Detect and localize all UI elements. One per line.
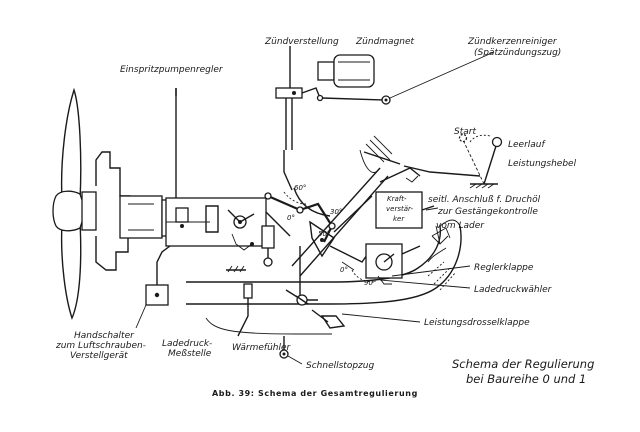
label-angle-0-upper: 0° bbox=[287, 214, 295, 222]
label-zuendverstellung: Zündverstellung bbox=[264, 37, 339, 47]
quick-stop-cable bbox=[279, 336, 303, 365]
label-schnellstopzug: Schnellstopzug bbox=[306, 361, 374, 371]
reglerklappe-box bbox=[365, 243, 421, 285]
label-leistungsdrosselklappe: Leistungsdrosselklappe bbox=[424, 318, 530, 328]
label-kraftverstaerker-line1: Kraft- bbox=[387, 195, 407, 203]
label-seitl-anschluss: seitl. Anschluß f. Druchöl bbox=[428, 195, 541, 205]
handschalter-switch bbox=[135, 245, 171, 329]
leader-lines bbox=[341, 175, 471, 323]
label-angle-90-lower: 90° bbox=[364, 279, 376, 287]
label-leistungshebel: Leistungshebel bbox=[508, 159, 577, 169]
label-kraftverstaerker-line2: verstär- bbox=[386, 205, 414, 213]
label-start: Start bbox=[454, 127, 476, 137]
spark-plug-cleaner-linkage bbox=[321, 51, 495, 105]
figure-caption: Abb. 39: Schema der Gesamtregulierung bbox=[212, 389, 418, 398]
label-angle-50: 50° bbox=[318, 230, 330, 238]
schema-title-line2: bei Baureihe 0 und 1 bbox=[466, 372, 586, 386]
power-lever bbox=[363, 133, 503, 189]
label-reglerklappe: Reglerklappe bbox=[474, 263, 534, 273]
label-angle-0-lower: 0° bbox=[340, 266, 348, 274]
label-ladedruck-messtelle-line1: Ladedruck- bbox=[162, 339, 212, 349]
label-einspritzpumpenregler: Einspritzpumpenregler bbox=[120, 65, 224, 75]
ignition-magneto bbox=[275, 46, 375, 102]
label-vom-lader: vom Lader bbox=[436, 221, 485, 231]
label-angle-60-upper: 60° bbox=[294, 184, 306, 192]
label-gestaengekontrolle: zur Gestängekontrolle bbox=[437, 207, 538, 217]
label-zuendkerzenreiniger: Zündkerzenreiniger bbox=[467, 37, 558, 47]
angle-marks bbox=[283, 191, 375, 283]
injection-pump-regulator bbox=[165, 88, 275, 273]
label-spaetzuendungszug: (Spätzündungszug) bbox=[474, 48, 561, 58]
regulation-linkage bbox=[175, 88, 393, 329]
label-leerlauf: Leerlauf bbox=[508, 140, 547, 150]
label-zuendmagnet: Zündmagnet bbox=[355, 37, 415, 47]
label-ladedruck-messtelle-line2: Meßstelle bbox=[168, 349, 212, 359]
label-waermefuehler: Wärmefühler bbox=[232, 343, 292, 353]
temperature-sensor bbox=[237, 283, 253, 337]
schema-title-line1: Schema der Regulierung bbox=[452, 357, 594, 371]
kraftverstaerker-unit bbox=[375, 167, 435, 229]
label-handschalter-line2: zum Luftschrauben- bbox=[55, 341, 146, 351]
label-handschalter-line1: Handschalter bbox=[74, 331, 135, 341]
label-handschalter-line3: Verstellgerät bbox=[70, 351, 128, 361]
label-kraftverstaerker-line3: ker bbox=[393, 215, 405, 223]
label-angle-30: 30° bbox=[330, 208, 342, 216]
propeller bbox=[52, 87, 97, 320]
label-ladedruckwaehler: Ladedruckwähler bbox=[474, 285, 553, 295]
